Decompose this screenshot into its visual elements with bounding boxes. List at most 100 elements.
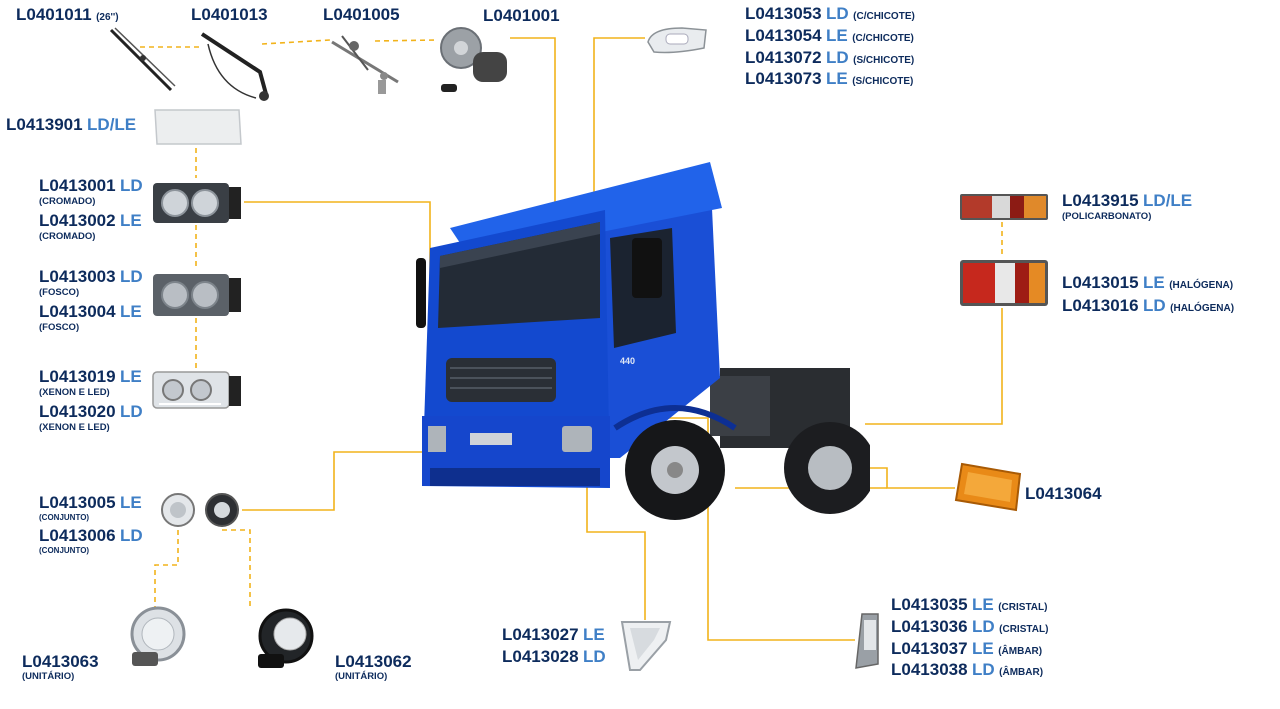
side-label: LD [583,646,606,666]
label-wiper-arm: L0401013 [191,5,268,24]
part-code: L0413015 [1062,273,1139,292]
part-code: L0413028 LD [502,646,606,667]
part-code: L0413036 LD (CRISTAL) [891,616,1049,637]
roof-lamp-line: L0413073 LE (S/CHICOTE) [745,70,915,89]
roof-lamp-line: L0413054 LE (C/CHICOTE) [745,25,915,46]
part-code: L0413901 [6,115,83,134]
side-label: LD [972,616,995,636]
label-corner-lamp: L0413027 LE L0413028 LD [502,626,606,667]
side-repeater-icon [855,613,879,669]
part-code: L0413035 LE (CRISTAL) [891,596,1048,615]
label-headlamp-lens: L0413901 LD/LE [6,116,136,135]
leader-fog-set [242,451,424,511]
label-headlamp-matte: L0413003 LD (FOSCO) L0413004 LE (FOSCO) [39,268,143,338]
side-label: LD [120,267,143,286]
part-note: (UNITÁRIO) [335,670,388,682]
part-note: (FOSCO) [39,286,80,298]
wiper-linkage-icon [331,35,399,94]
part-note: (ÂMBAR) [999,667,1044,679]
part-code: L0413036 [891,616,968,636]
label-tail-halogen: L0413015 LE (HALÓGENA) L0413016 LD (HALÓ… [1062,274,1234,316]
roof-lamp-line: L0413072 LD (S/CHICOTE) [745,47,915,68]
part-code: L0413027 [502,625,579,644]
part-code: L0413915 LD/LE [1062,192,1192,211]
fog-lamp-set-icon [161,493,239,527]
label-fog-single-a: L0413063 (UNITÁRIO) [22,653,99,687]
part-code: L0413006 [39,526,116,546]
side-label: LE [120,367,142,386]
part-note: (CROMADO) [39,230,96,242]
part-note: (C/CHICOTE) [852,32,914,44]
part-code: L0413019 LE [39,368,143,387]
side-label: LE [826,25,848,45]
side-label: LE [583,625,605,644]
part-code: L0413003 LD [39,268,143,287]
side-label: LE [120,210,142,230]
label-tail-poly: L0413915 LD/LE (POLICARBONATO) [1062,192,1192,227]
side-label: LD [120,401,143,421]
part-code: L0413028 [502,646,579,666]
side-label: LD [120,176,143,195]
part-code: L0413001 LD [39,177,143,196]
headlamp-matte-icon [153,274,241,316]
wiper-arm-icon [200,32,269,101]
part-code: L0413038 LD (ÂMBAR) [891,661,1048,680]
part-note: (C/CHICOTE) [853,11,915,22]
part-note: (S/CHICOTE) [853,54,915,66]
part-note: (CRISTAL) [998,602,1048,613]
label-wiper-motor: L0401001 [483,6,560,25]
part-code: L0413004 [39,301,116,321]
side-label: LE [1143,273,1165,292]
label-fog-set: L0413005 LE (CONJUNTO) L0413006 LD (CONJ… [39,494,143,560]
part-code: L0413063 [22,652,99,671]
leader-headlamp [244,201,431,440]
part-code: L0413053 [745,4,822,23]
part-code: L0413005 [39,493,116,512]
part-code: L0413020 [39,401,116,421]
part-code: L0413073 [745,69,822,89]
wiper-blade-icon [109,27,176,92]
side-label: LD [1143,295,1166,315]
side-label: LE [826,69,848,89]
part-note: (ÂMBAR) [998,645,1043,657]
leader-roof-lamp [593,37,645,218]
side-label: LD [826,47,849,67]
fog-lamp-single-chrome-icon [130,606,186,666]
truck-illustration: 440 [416,162,870,520]
part-code: L0413915 [1062,191,1139,210]
label-side-repeater: L0413035 LE (CRISTAL) L0413036 LD (CRIST… [891,596,1048,680]
label-roof-lamp: L0413053 LD (C/CHICOTE) L0413054 LE (C/C… [745,5,915,89]
leader-fog-single-b [222,529,251,608]
side-label: LE [120,301,142,321]
part-note: (26'') [96,12,119,23]
part-code: L0413002 [39,210,116,230]
part-note: (POLICARBONATO) [1062,210,1152,222]
part-code: L0413037 [891,638,968,658]
part-code: L0413002 LE [39,210,143,231]
part-note: (CRISTAL) [999,623,1049,635]
side-marker-icon [954,462,1022,512]
part-note: (FOSCO) [39,321,80,333]
label-headlamp-chrome: L0413001 LD (CROMADO) L0413002 LE (CROMA… [39,177,143,247]
label-headlamp-xenon: L0413019 LE (XENON E LED) L0413020 LD (X… [39,368,143,438]
side-label: LD/LE [87,115,137,134]
part-code: L0413006 LD [39,527,143,546]
leader-wiper-link-motor [374,39,437,42]
tail-lamp-halogen-icon [960,260,1048,306]
side-label: LE [972,595,994,614]
label-side-marker: L0413064 [1025,484,1102,503]
part-code: L0413035 [891,595,968,614]
part-code: L0413016 [1062,295,1139,315]
fog-lamp-single-black-icon [258,608,314,668]
leader-corner-lamp [586,452,646,620]
part-code: L0401011 [16,5,92,24]
part-code: L0413054 [745,25,822,45]
roof-lamp-line: L0413053 LD (C/CHICOTE) [745,5,915,24]
part-code: L0413016 LD (HALÓGENA) [1062,295,1235,316]
leader-tail-lamp [865,308,1003,425]
part-note: (CONJUNTO) [39,512,90,522]
part-note: (HALÓGENA) [1169,280,1234,291]
side-label: LD [972,660,995,680]
part-note: (XENON E LED) [39,386,110,398]
part-note: (HALÓGENA) [1170,302,1235,314]
